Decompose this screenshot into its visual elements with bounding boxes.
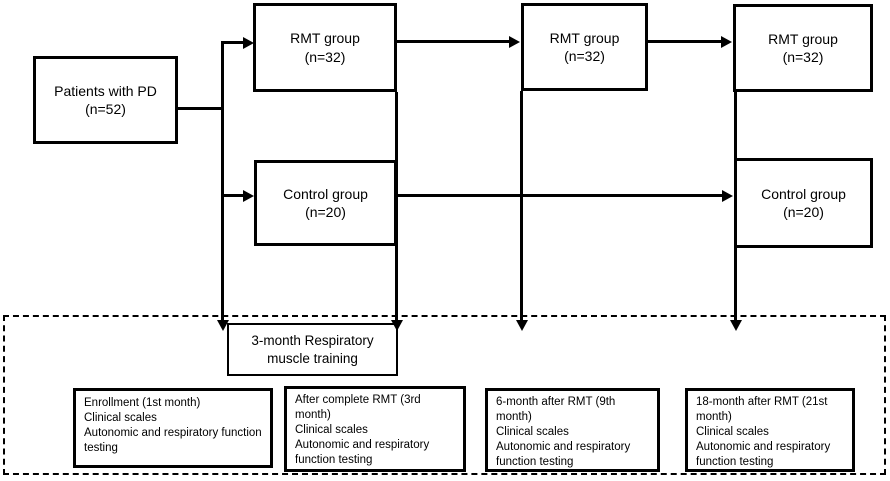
assessment-item: Autonomic and respiratory function testi… (295, 438, 430, 466)
rmt-group-t2-n: (n=32) (564, 48, 605, 64)
assessment-item: Clinical scales (496, 425, 569, 438)
arrowhead-rmt-t2-into-assessment (516, 320, 528, 331)
rmt-group-t3-n: (n=32) (782, 49, 824, 65)
connector-split-to-control-group (221, 194, 249, 197)
control-group-t2-n: (n=20) (783, 204, 824, 220)
rmt-group-t1-label: RMT group (290, 30, 360, 47)
rmt-group-t2-label: RMT group (549, 29, 620, 46)
assessment-item: Autonomic and respiratory function testi… (696, 440, 831, 468)
control-group-t1-n: (n=20) (305, 204, 346, 220)
connector-control-t1-to-t2 (397, 194, 723, 197)
assessment-item: Clinical scales (84, 411, 157, 424)
assessment-item: Clinical scales (696, 425, 769, 438)
control-group-t2-box: Control group (n=20) (734, 158, 873, 248)
rmt-group-t1-box: RMT group (n=32) (253, 3, 397, 92)
connector-rmt-t2-to-assessment (520, 91, 523, 320)
assessment-title: 18-month after RMT (21st month) (696, 396, 828, 423)
assessment-title: After complete RMT (3rd month) (295, 394, 421, 421)
connector-split-trunk-vertical (221, 41, 224, 322)
rmt-group-t3-box: RMT group (n=32) (733, 4, 873, 92)
rmt-group-t2-box: RMT group (n=32) (521, 3, 648, 91)
connector-rmt-t2-to-t3 (648, 40, 724, 43)
arrowhead-rmt-t1-into-assessment (391, 320, 403, 331)
connector-split-to-rmt-group (221, 41, 249, 44)
rmt-group-t3-label: RMT group (768, 30, 838, 47)
control-group-t1-label: Control group (283, 185, 368, 202)
assessment-box-enrollment: Enrollment (1st month) Clinical scales A… (73, 388, 273, 468)
assessment-box-after-rmt: After complete RMT (3rd month) Clinical … (284, 386, 466, 472)
arrowhead-into-rmt-t1 (243, 37, 254, 49)
control-group-t2-label: Control group (761, 185, 846, 202)
control-group-t1-box: Control group (n=20) (254, 160, 397, 246)
arrowhead-rmt-t3-into-assessment (730, 320, 742, 331)
connector-rmt-t1-to-t2 (397, 40, 513, 43)
assessment-box-18-month: 18-month after RMT (21st month) Clinical… (685, 388, 855, 472)
connector-patients-to-split (178, 107, 224, 110)
assessment-item: Clinical scales (295, 423, 368, 436)
assessment-box-6-month: 6-month after RMT (9th month) Clinical s… (485, 388, 660, 472)
arrowhead-into-rmt-t3 (721, 36, 732, 48)
rmt-group-t1-n: (n=32) (304, 48, 346, 65)
arrowhead-into-rmt-t2 (509, 36, 520, 48)
intervention-label: 3-month Respiratory muscle training (251, 332, 374, 366)
assessment-title: Enrollment (1st month) (84, 397, 201, 409)
arrowhead-into-control-t1 (243, 190, 254, 202)
patients-box: Patients with PD (n=52) (33, 56, 178, 144)
arrowhead-trunk-into-intervention (217, 320, 229, 331)
patients-label: Patients with PD (54, 82, 157, 99)
assessment-title: 6-month after RMT (9th month) (496, 396, 616, 423)
intervention-box: 3-month Respiratory muscle training (227, 323, 398, 376)
patients-n: (n=52) (85, 101, 126, 117)
assessment-item: Autonomic and respiratory function testi… (496, 440, 631, 468)
arrowhead-into-control-t2 (722, 190, 733, 202)
assessment-item: Autonomic and respiratory function testi… (84, 426, 262, 454)
